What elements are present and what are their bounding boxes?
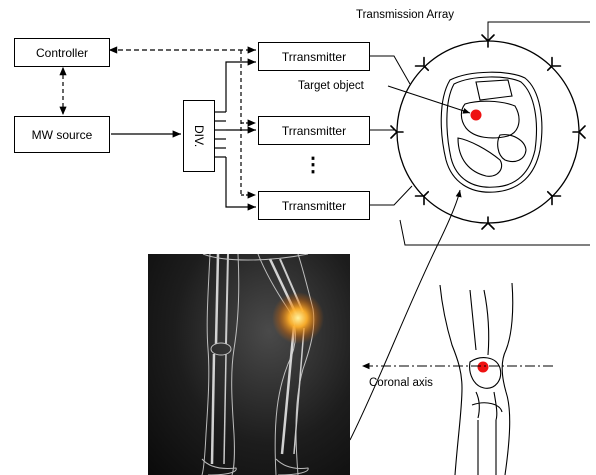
target-marker (471, 110, 482, 121)
transmitter-ellipsis: ⋮ (303, 152, 323, 177)
coronal-to-array-arc (350, 190, 460, 440)
coronal-axis-label: Coronal axis (369, 377, 433, 389)
knee-glow (272, 292, 324, 344)
transmitter-label-1: Trransmitter (282, 50, 346, 64)
divider-box: DIV. (183, 100, 215, 172)
knee-cross-section (441, 72, 542, 192)
transmitter-box-2: Trransmitter (258, 116, 370, 145)
leg-xray-image (148, 254, 350, 475)
divider-label: DIV. (192, 125, 206, 147)
target-object-label: Target object (298, 80, 364, 92)
divider-outputs (215, 62, 256, 207)
antenna-ul (416, 58, 433, 75)
controller-box: Controller (14, 38, 110, 67)
transmission-array-label: Transmission Array (356, 9, 454, 21)
controller-label: Controller (36, 46, 88, 60)
transmitter-label-2: Trransmitter (282, 124, 346, 138)
transmitter-label-3: Trransmitter (282, 199, 346, 213)
xray-drawing (148, 254, 350, 475)
antenna-ur (544, 58, 561, 75)
transmitter-box-3: Trransmitter (258, 191, 370, 220)
mw-source-label: MW source (32, 128, 93, 142)
transmitter-box-1: Trransmitter (258, 42, 370, 71)
mw-source-box: MW source (14, 116, 110, 153)
leg-outline (440, 283, 513, 475)
leg-target-marker (478, 362, 489, 373)
array-feed-lines (370, 22, 590, 245)
antenna-elements (391, 35, 585, 229)
